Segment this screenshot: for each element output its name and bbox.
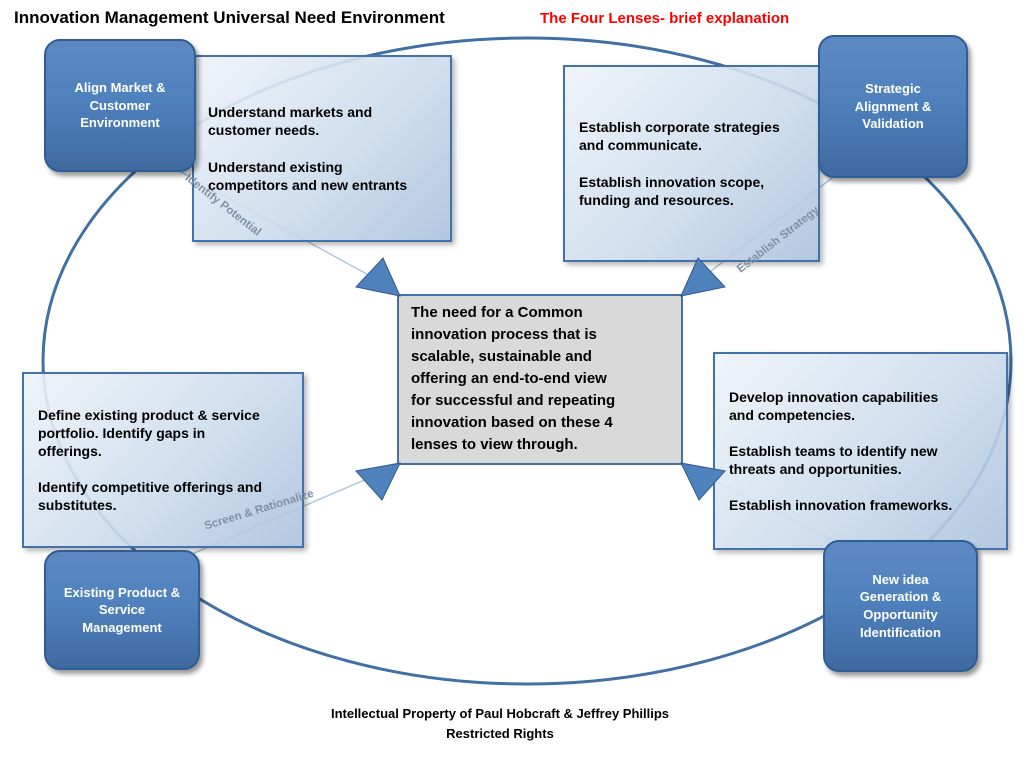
detail-paragraph: Identify competitive offerings and subst…: [38, 479, 263, 514]
detail-box-existing-product: Define existing product & service portfo…: [22, 372, 304, 548]
detail-paragraph: Understand markets and customer needs.: [208, 104, 373, 139]
detail-paragraph: Establish innovation frameworks.: [729, 497, 953, 514]
arrowhead-top-right: [680, 257, 726, 297]
detail-paragraph: Develop innovation capabilities and comp…: [729, 388, 939, 423]
lens-node-label: Align Market & Customer Environment: [74, 80, 166, 131]
center-need-text: The need for a Common innovation process…: [411, 304, 616, 454]
lens-node-strategic-alignment: Strategic Alignment & Validation: [818, 35, 968, 178]
lens-node-label: New idea Generation & Opportunity Identi…: [859, 571, 942, 640]
detail-paragraph: Understand existing competitors and new …: [208, 158, 408, 193]
detail-box-new-idea-generation: Develop innovation capabilities and comp…: [713, 352, 1008, 550]
center-need-box: The need for a Common innovation process…: [397, 294, 683, 465]
arrowhead-top-left: [355, 257, 401, 297]
lens-node-existing-product: Existing Product & Service Management: [44, 550, 200, 670]
lens-node-new-idea-generation: New idea Generation & Opportunity Identi…: [823, 540, 978, 672]
detail-paragraph: Establish corporate strategies and commu…: [579, 119, 780, 154]
detail-paragraph: Establish teams to identify new threats …: [729, 442, 938, 478]
footer: Intellectual Property of Paul Hobcraft &…: [0, 704, 1000, 744]
lens-node-label: Strategic Alignment & Validation: [854, 81, 932, 132]
lens-node-align-market: Align Market & Customer Environment: [44, 39, 196, 172]
footer-line-2: Restricted Rights: [446, 726, 554, 742]
arrowhead-bottom-left: [355, 462, 401, 501]
page-title: Innovation Management Universal Need Env…: [14, 8, 445, 27]
detail-paragraph: Define existing product & service portfo…: [38, 406, 260, 459]
detail-paragraph: Establish innovation scope, funding and …: [579, 173, 765, 208]
page-subtitle: The Four Lenses- brief explanation: [540, 10, 790, 27]
lens-node-label: Existing Product & Service Management: [63, 584, 181, 635]
footer-line-1: Intellectual Property of Paul Hobcraft &…: [330, 706, 670, 721]
